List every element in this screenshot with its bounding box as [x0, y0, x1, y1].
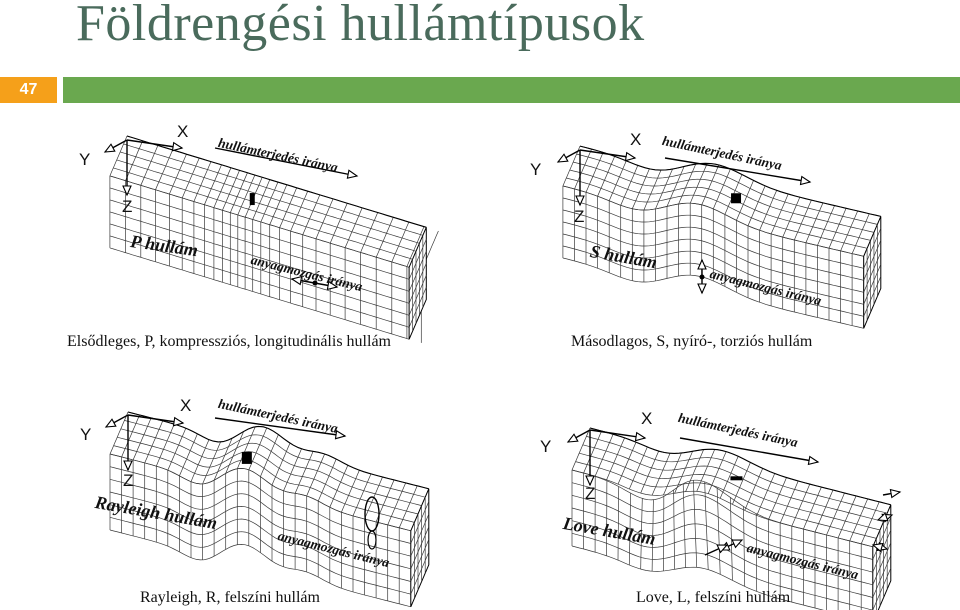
love-wave-caption: Love, L, felszíni hullám: [636, 589, 790, 607]
propagation-arrow-head: [808, 457, 818, 465]
axis-y-label: Y: [540, 437, 551, 457]
edge-motion-arrow-head: [890, 490, 900, 498]
axis-z-label: Z: [585, 484, 595, 504]
axis-x-label: X: [641, 409, 652, 429]
axis-x-arrow-head: [636, 433, 646, 441]
wireframe-grid: [572, 428, 891, 610]
particle-marker: [730, 476, 742, 480]
axis-y-arrow-head: [568, 434, 578, 442]
